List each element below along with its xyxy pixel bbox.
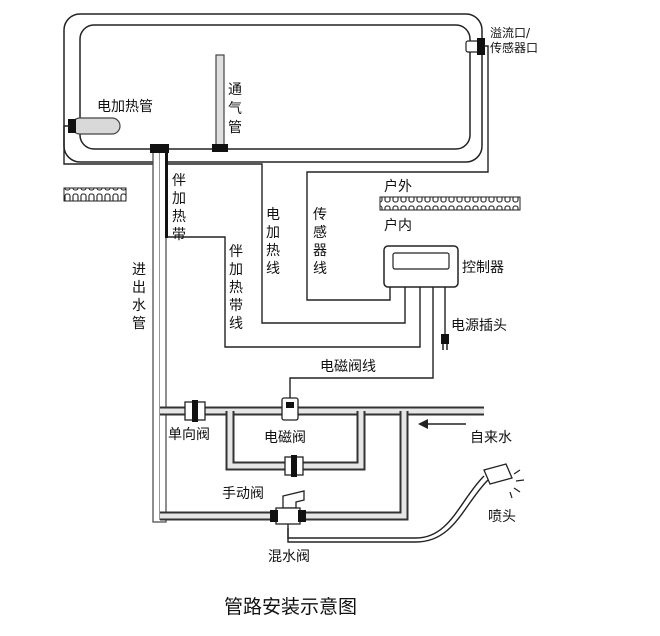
power-plug-label: 电源插头 xyxy=(451,318,507,334)
shower-head-label: 喷头 xyxy=(488,509,516,525)
svg-text:热: 热 xyxy=(266,243,280,259)
vent-label-3: 管 xyxy=(228,120,242,136)
svg-text:带: 带 xyxy=(229,298,243,314)
companion-heating-band xyxy=(165,150,168,238)
shower-hose xyxy=(287,475,489,543)
wall-right xyxy=(379,196,521,211)
vent-label-2: 气 xyxy=(228,101,242,117)
companion-band-wire-label: 伴 加 热 带 线 xyxy=(229,244,243,332)
inlet-outlet-pipe xyxy=(150,144,169,523)
svg-text:管: 管 xyxy=(132,316,146,332)
svg-text:电: 电 xyxy=(266,207,280,223)
tap-water-arrow xyxy=(418,419,466,429)
solenoid-wire-label: 电磁阀线 xyxy=(320,359,376,375)
svg-text:加: 加 xyxy=(229,262,243,278)
outdoor-label: 户外 xyxy=(384,178,412,195)
mixing-valve-label: 混水阀 xyxy=(268,549,310,565)
tap-water-label: 自来水 xyxy=(470,430,512,446)
diagram-caption: 管路安装示意图 xyxy=(224,596,357,618)
manual-valve-label: 手动阀 xyxy=(222,486,264,502)
solenoid-valve xyxy=(281,397,299,421)
svg-text:热: 热 xyxy=(172,209,186,225)
svg-text:线: 线 xyxy=(313,261,327,277)
solenoid-valve-label: 电磁阀 xyxy=(264,430,306,446)
companion-band-label: 伴 加 热 带 xyxy=(172,173,186,243)
svg-text:热: 热 xyxy=(229,280,243,296)
svg-text:进: 进 xyxy=(132,262,146,278)
overflow-port xyxy=(465,38,485,55)
svg-text:加: 加 xyxy=(266,225,280,241)
vent-pipe xyxy=(212,54,228,152)
water-tank xyxy=(63,13,483,163)
svg-text:加: 加 xyxy=(172,191,186,207)
heater-tube xyxy=(68,117,121,135)
indoor-label: 户内 xyxy=(384,217,412,234)
sensor-wire-label: 传 感 器 线 xyxy=(313,207,327,277)
heater-label: 电加热管 xyxy=(97,99,153,115)
check-valve-label: 单向阀 xyxy=(168,427,210,443)
mixing-valve xyxy=(270,490,306,525)
svg-text:器: 器 xyxy=(313,243,327,259)
svg-text:水: 水 xyxy=(132,298,146,314)
svg-text:伴: 伴 xyxy=(172,173,186,189)
heater-wire-label: 电 加 热 线 xyxy=(266,207,280,277)
overflow-label-line1: 溢流口/ xyxy=(490,26,531,40)
svg-text:带: 带 xyxy=(172,227,186,243)
vent-label-1: 通 xyxy=(228,82,242,98)
svg-text:线: 线 xyxy=(229,316,243,332)
overflow-label-line2: 传感器口 xyxy=(490,40,538,55)
controller-label: 控制器 xyxy=(462,260,504,276)
svg-text:传: 传 xyxy=(313,207,327,223)
shower-head xyxy=(483,463,525,499)
power-plug xyxy=(441,334,449,350)
svg-text:感: 感 xyxy=(313,224,327,241)
svg-text:伴: 伴 xyxy=(229,244,243,260)
svg-text:线: 线 xyxy=(266,261,280,277)
check-valve xyxy=(184,400,206,422)
controller xyxy=(383,245,459,288)
svg-text:出: 出 xyxy=(132,280,146,296)
wiring xyxy=(63,45,489,398)
inlet-outlet-pipe-label: 进 出 水 管 xyxy=(132,262,146,332)
manual-valve xyxy=(284,455,304,477)
wall-left xyxy=(63,187,127,202)
